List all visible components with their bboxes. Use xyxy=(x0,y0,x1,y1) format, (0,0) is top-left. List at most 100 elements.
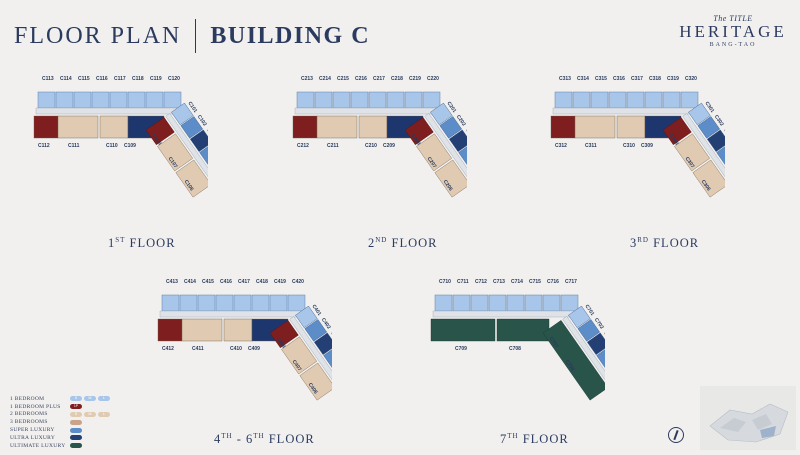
unit-label: C707 xyxy=(548,336,560,349)
legend-row: ULTIMATE LUXURY xyxy=(10,442,112,450)
unit-label: C712 xyxy=(475,279,487,285)
unit-block xyxy=(452,294,471,312)
unit-label: C206 xyxy=(442,179,454,192)
unit-block xyxy=(145,91,164,109)
legend-swatch xyxy=(70,443,82,449)
unit-label: C215 xyxy=(337,76,349,82)
logo-line2: HERITAGE xyxy=(679,22,787,41)
unit-block xyxy=(386,91,405,109)
unit-label: C106 xyxy=(183,179,195,192)
unit-label: C318 xyxy=(649,76,661,82)
unit-label: C110 xyxy=(106,143,118,149)
unit-label: C212 xyxy=(297,143,309,149)
unit-label: C314 xyxy=(577,76,589,82)
unit-label: C408 xyxy=(275,336,287,349)
unit-label: C310 xyxy=(623,143,635,149)
legend-row: SUPER LUXURY xyxy=(10,426,112,434)
unit-label: C213 xyxy=(301,76,313,82)
unit-label: C108 xyxy=(151,133,163,146)
unit-label: C217 xyxy=(373,76,385,82)
unit-label: C201 xyxy=(445,101,457,114)
unit-label: C313 xyxy=(559,76,571,82)
legend-swatch: 1P xyxy=(70,404,82,410)
unit-label: C416 xyxy=(220,279,232,285)
compass-icon xyxy=(668,427,684,443)
unit-label: C702 xyxy=(593,317,605,330)
legend-label: 1 BEDROOM PLUS xyxy=(10,403,61,410)
unit-block xyxy=(215,294,234,312)
unit-block xyxy=(296,91,315,109)
unit-label: C410 xyxy=(230,346,242,352)
unit-label: C120 xyxy=(168,76,180,82)
title-floor-plan: FLOOR PLAN xyxy=(14,22,182,49)
unit-block xyxy=(488,294,507,312)
legend-label: ULTRA LUXURY xyxy=(10,434,56,441)
unit-block xyxy=(404,91,423,109)
unit-label: C216 xyxy=(355,76,367,82)
unit-label: C113 xyxy=(42,76,54,82)
unit-block xyxy=(616,115,646,139)
unit-label: C717 xyxy=(565,279,577,285)
unit-label: C309 xyxy=(641,143,653,149)
unit-label: C301 xyxy=(703,101,715,114)
floor-label: 7TH FLOOR xyxy=(500,432,569,447)
brand-logo: The TITLE HERITAGE BANG-TAO xyxy=(676,14,790,48)
unit-label: C214 xyxy=(319,76,331,82)
unit-block xyxy=(33,115,59,139)
unit-label: C208 xyxy=(410,133,422,146)
page-header: FLOOR PLAN BUILDING C xyxy=(14,19,370,53)
corridor xyxy=(35,107,187,115)
unit-label: C418 xyxy=(256,279,268,285)
unit-label: C709 xyxy=(455,346,467,352)
unit-block xyxy=(157,318,183,342)
legend-row: ULTRA LUXURY xyxy=(10,434,112,442)
unit-label: C715 xyxy=(529,279,541,285)
unit-label: C716 xyxy=(547,279,559,285)
unit-label: C319 xyxy=(667,76,679,82)
floor-label: 1ST FLOOR xyxy=(108,236,176,251)
floor-label: 4TH - 6TH FLOOR xyxy=(214,432,315,447)
legend-row: 3 BEDROOMS xyxy=(10,418,112,426)
legend-label: 2 BEDROOMS xyxy=(10,411,48,418)
unit-label: C420 xyxy=(292,279,304,285)
unit-label: C117 xyxy=(114,76,126,82)
unit-block xyxy=(470,294,489,312)
unit-label: C406 xyxy=(307,382,319,395)
unit-block xyxy=(680,91,699,109)
unit-block xyxy=(223,318,253,342)
unit-block xyxy=(358,115,388,139)
unit-label: C411 xyxy=(192,346,204,352)
unit-block xyxy=(496,318,550,342)
unit-block xyxy=(181,318,223,342)
unit-label: C315 xyxy=(595,76,607,82)
unit-block xyxy=(368,91,387,109)
unit-label: C708 xyxy=(509,346,521,352)
unit-block xyxy=(55,91,74,109)
unit-block xyxy=(73,91,92,109)
unit-block xyxy=(161,294,180,312)
unit-block xyxy=(506,294,525,312)
legend-label: 3 BEDROOMS xyxy=(10,419,48,426)
unit-label: C413 xyxy=(166,279,178,285)
unit-block xyxy=(572,91,591,109)
logo-line3: BANG-TAO xyxy=(709,42,757,48)
unit-label: C701 xyxy=(583,304,595,317)
unit-label: C706 xyxy=(564,359,576,372)
unit-block xyxy=(590,91,609,109)
unit-label: C409 xyxy=(248,346,260,352)
unit-label: C710 xyxy=(439,279,451,285)
unit-label: C119 xyxy=(150,76,162,82)
unit-label: C116 xyxy=(96,76,108,82)
corridor xyxy=(432,310,584,318)
unit-block xyxy=(608,91,627,109)
unit-block xyxy=(524,294,543,312)
unit-block xyxy=(37,91,56,109)
unit-block xyxy=(99,115,129,139)
legend-swatch: S xyxy=(70,396,82,402)
